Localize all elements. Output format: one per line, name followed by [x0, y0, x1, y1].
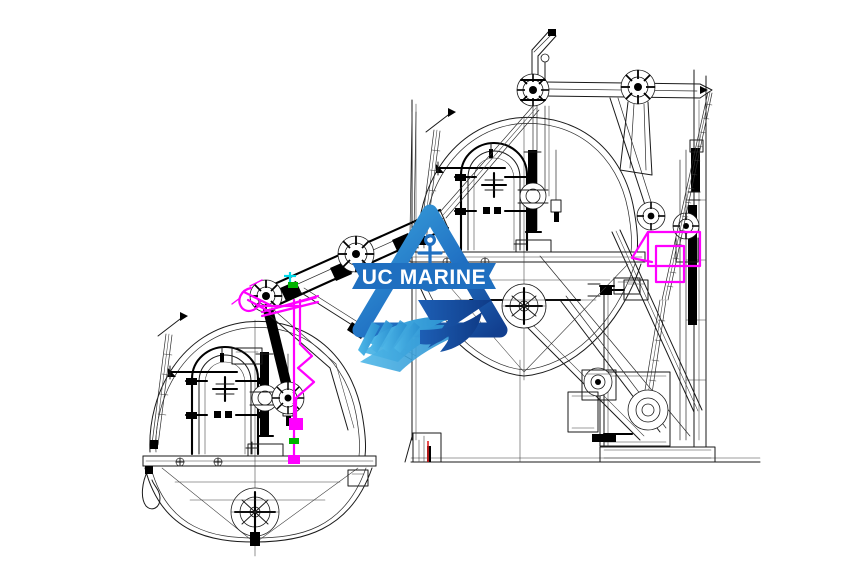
propeller-assembly [468, 283, 582, 329]
column-hook-detail [587, 279, 649, 301]
rigging-release-path [231, 230, 702, 464]
upper-sheave-block [516, 73, 550, 107]
on-load-release-hook [515, 149, 562, 253]
lifeboat-lowered-position [141, 312, 377, 557]
arm-sheave-block [619, 69, 656, 176]
deck-reference-line [410, 457, 761, 463]
attachment-point-marker [288, 282, 299, 444]
winch-assembly [567, 367, 671, 447]
